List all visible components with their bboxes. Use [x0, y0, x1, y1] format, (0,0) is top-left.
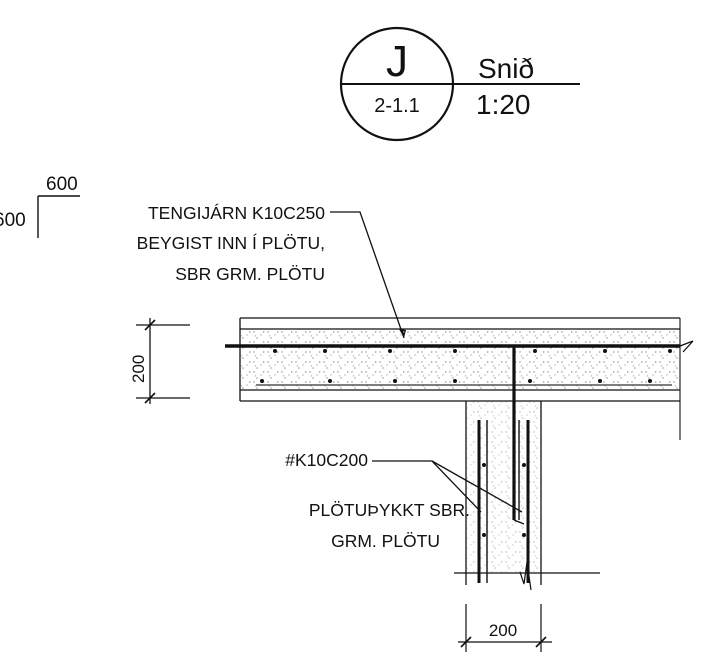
- view-type-label: Snið: [478, 53, 534, 84]
- title-bubble: J 2-1.1 Snið 1:20: [339, 26, 580, 142]
- slab-thickness-label: 200: [129, 355, 148, 383]
- tie-bars-line3: SBR GRM. PLÖTU: [175, 264, 325, 284]
- mesh-annotation: #K10C200 PLÖTUÞYKKT SBR. GRM. PLÖTU: [285, 450, 523, 551]
- mesh-leader-2: [431, 460, 523, 513]
- wall-width-dimension: 200: [458, 604, 552, 652]
- clip-dim-vertical: 600: [0, 210, 26, 231]
- slab: [225, 317, 694, 440]
- slab-thickness-dimension: 200: [129, 318, 190, 404]
- wall-width-label: 200: [489, 621, 517, 640]
- thickness-line2: GRM. PLÖTU: [331, 531, 440, 551]
- tie-bars-line1: TENGIJÁRN K10C250: [148, 203, 325, 223]
- thickness-line1: PLÖTUÞYKKT SBR.: [309, 500, 470, 520]
- clip-dim-horizontal: 600: [46, 174, 78, 195]
- slab-concrete-hatch: [241, 330, 679, 389]
- clip-dimension: 600 600: [0, 174, 80, 238]
- tie-bar-leader: [330, 211, 405, 339]
- sheet-reference: 2-1.1: [374, 95, 420, 117]
- scale-label: 1:20: [476, 89, 531, 120]
- mesh-label: #K10C200: [285, 450, 368, 470]
- detail-letter: J: [386, 37, 408, 86]
- tie-bars-line2: BEYGIST INN Í PLÖTU,: [137, 233, 325, 253]
